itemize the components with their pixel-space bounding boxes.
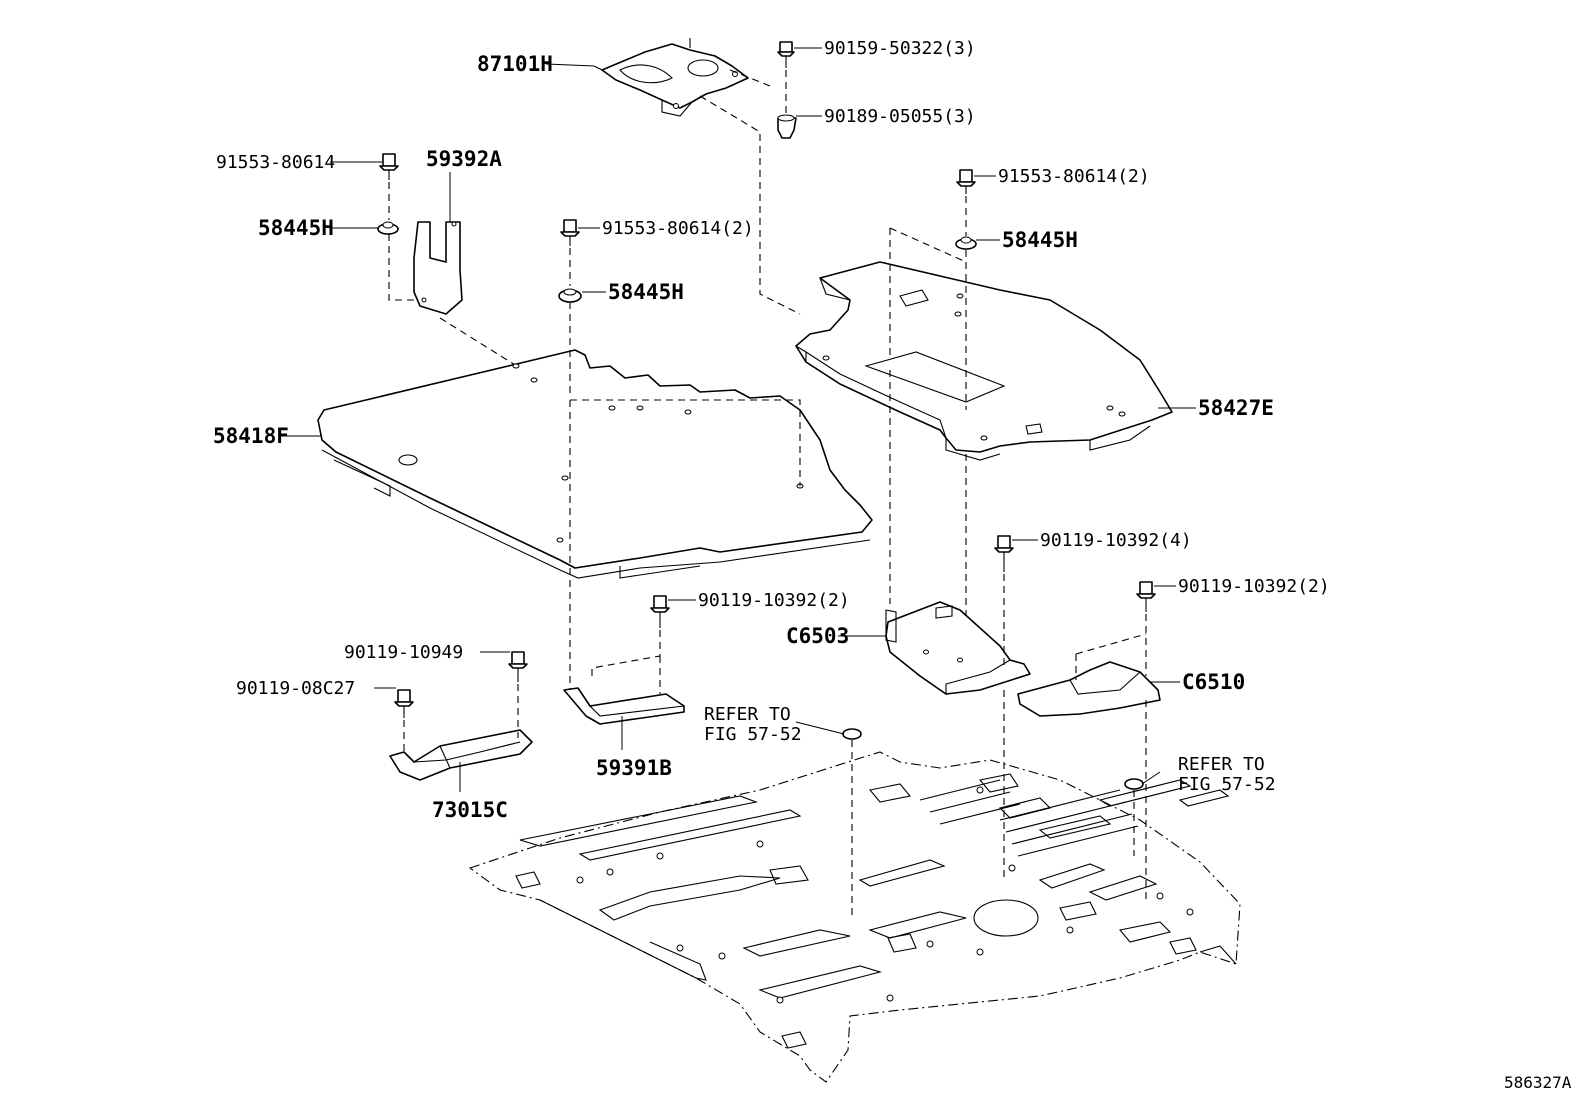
bolt-90159 (777, 41, 795, 68)
bracket-c6510 (1017, 661, 1161, 717)
label-59391b: 59391B (596, 756, 672, 780)
bracket-73015c (389, 729, 533, 781)
refer-marker-1 (842, 728, 862, 740)
grommet-58445h-center (558, 288, 582, 303)
panel-58418f (317, 349, 873, 579)
diagram-id: 586327A (1504, 1073, 1572, 1092)
bracket-87101h (593, 38, 749, 117)
label-59392a: 59392A (426, 147, 502, 171)
bracket-c6503 (885, 601, 1031, 696)
bolt-91553-center (560, 219, 580, 246)
refer-text-1-line1: REFER TO (704, 704, 791, 725)
bolt-90119-08c27 (394, 689, 414, 718)
label-58418f: 58418F (213, 424, 289, 448)
label-91553-right: 91553-80614(2) (998, 166, 1150, 187)
label-90189: 90189-05055(3) (824, 106, 976, 127)
label-58445h-left: 58445H (258, 216, 334, 240)
bolt-90119-10392-2-left (650, 595, 670, 628)
label-58445h-center: 58445H (608, 280, 684, 304)
refer-marker-2 (1124, 778, 1144, 790)
label-90119-10392-4: 90119-10392(4) (1040, 530, 1192, 551)
refer-text-2-line2: FIG 57-52 (1178, 774, 1276, 795)
grommet-58445h-right (955, 236, 977, 250)
label-58445h-right: 58445H (1002, 228, 1078, 252)
label-87101h: 87101H (477, 52, 553, 76)
bracket-59392a (413, 221, 463, 315)
bolt-90119-10949 (508, 651, 528, 682)
refer-text-2-line1: REFER TO (1178, 754, 1265, 775)
label-91553-center: 91553-80614(2) (602, 218, 754, 239)
label-90119-10949: 90119-10949 (344, 642, 463, 663)
label-90159: 90159-50322(3) (824, 38, 976, 59)
panel-58427e (795, 261, 1173, 461)
bolt-91553-left (379, 153, 399, 180)
label-90119-10392-2-right: 90119-10392(2) (1178, 576, 1330, 597)
bolt-90119-10392-2-right (1136, 581, 1156, 612)
label-90119-10392-2-left: 90119-10392(2) (698, 590, 850, 611)
label-c6503: C6503 (786, 624, 849, 648)
refer-text-1-line2: FIG 57-52 (704, 724, 802, 745)
bolt-90119-10392-4 (994, 535, 1014, 572)
label-58427e: 58427E (1198, 396, 1274, 420)
leader-lines (280, 47, 1196, 792)
grommet-58445h-left (377, 221, 399, 235)
bracket-59391b (563, 687, 685, 725)
label-90119-08c27: 90119-08C27 (236, 678, 355, 699)
bolt-91553-right (956, 169, 976, 194)
nut-90189 (777, 114, 797, 139)
label-73015c: 73015C (432, 798, 508, 822)
label-c6510: C6510 (1182, 670, 1245, 694)
floor-panel (468, 751, 1241, 1083)
label-91553-left: 91553-80614 (216, 152, 335, 173)
